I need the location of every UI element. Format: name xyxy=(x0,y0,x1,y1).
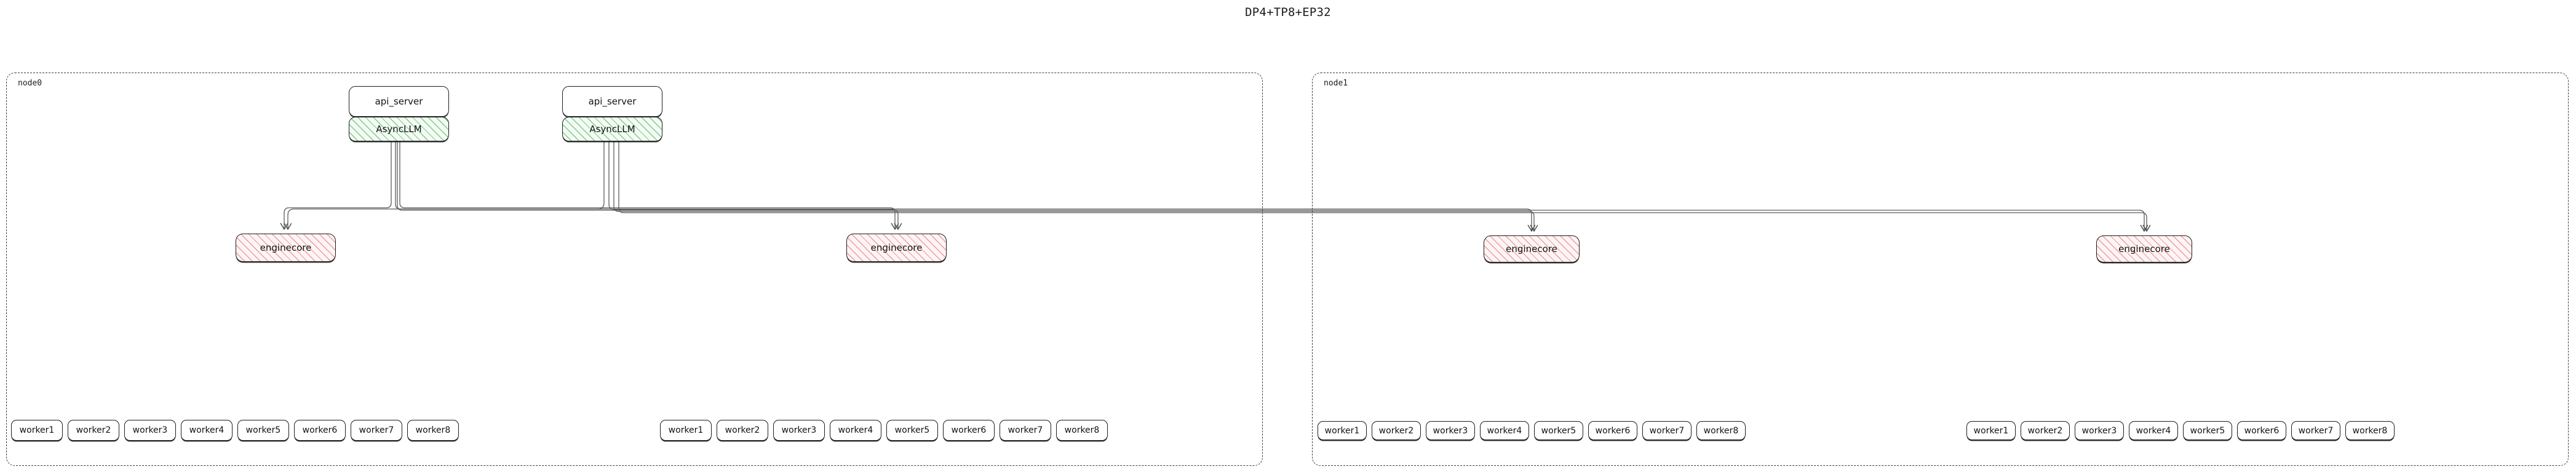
asyncllm-box: AsyncLLM xyxy=(562,117,662,141)
worker-box: worker2 xyxy=(717,420,768,441)
node-label-node1: node1 xyxy=(1324,79,1348,88)
worker-box: worker5 xyxy=(2183,421,2232,440)
worker-box: worker4 xyxy=(2129,421,2178,440)
worker-box: worker1 xyxy=(660,420,712,441)
worker-box: worker7 xyxy=(1000,420,1051,441)
worker-box: worker5 xyxy=(237,420,289,441)
worker-box: worker8 xyxy=(407,420,459,441)
worker-box: worker2 xyxy=(1372,421,1421,440)
worker-box: worker8 xyxy=(1696,421,1746,440)
worker-box: worker6 xyxy=(294,420,346,441)
worker-box: worker1 xyxy=(1966,421,2016,440)
node-container-node0: node0 xyxy=(6,73,1263,466)
page-title: DP4+TP8+EP32 xyxy=(1245,6,1331,19)
worker-box: worker6 xyxy=(943,420,995,441)
worker-box: worker8 xyxy=(1056,420,1108,441)
worker-box: worker7 xyxy=(1642,421,1691,440)
worker-box: worker5 xyxy=(886,420,938,441)
asyncllm-box: AsyncLLM xyxy=(349,117,449,141)
worker-box: worker7 xyxy=(351,420,402,441)
enginecore-box: enginecore xyxy=(846,234,947,262)
worker-box: worker4 xyxy=(181,420,233,441)
enginecore-box: enginecore xyxy=(2096,235,2192,262)
worker-box: worker4 xyxy=(1480,421,1529,440)
worker-box: worker3 xyxy=(2075,421,2124,440)
worker-box: worker7 xyxy=(2291,421,2340,440)
api-server-box: api_server xyxy=(562,86,662,117)
worker-box: worker6 xyxy=(1588,421,1637,440)
worker-box: worker4 xyxy=(830,420,881,441)
worker-box: worker3 xyxy=(773,420,825,441)
worker-box: worker6 xyxy=(2237,421,2286,440)
worker-box: worker2 xyxy=(2021,421,2070,440)
worker-box: worker1 xyxy=(11,420,63,441)
api-server-box: api_server xyxy=(349,86,449,117)
node-container-node1: node1 xyxy=(1312,73,2569,466)
worker-box: worker3 xyxy=(1426,421,1475,440)
worker-box: worker5 xyxy=(1534,421,1583,440)
worker-box: worker1 xyxy=(1318,421,1367,440)
worker-box: worker3 xyxy=(124,420,176,441)
enginecore-box: enginecore xyxy=(1484,235,1580,262)
enginecore-box: enginecore xyxy=(236,234,336,262)
worker-box: worker8 xyxy=(2345,421,2395,440)
node-label-node0: node0 xyxy=(18,79,42,88)
worker-box: worker2 xyxy=(68,420,119,441)
